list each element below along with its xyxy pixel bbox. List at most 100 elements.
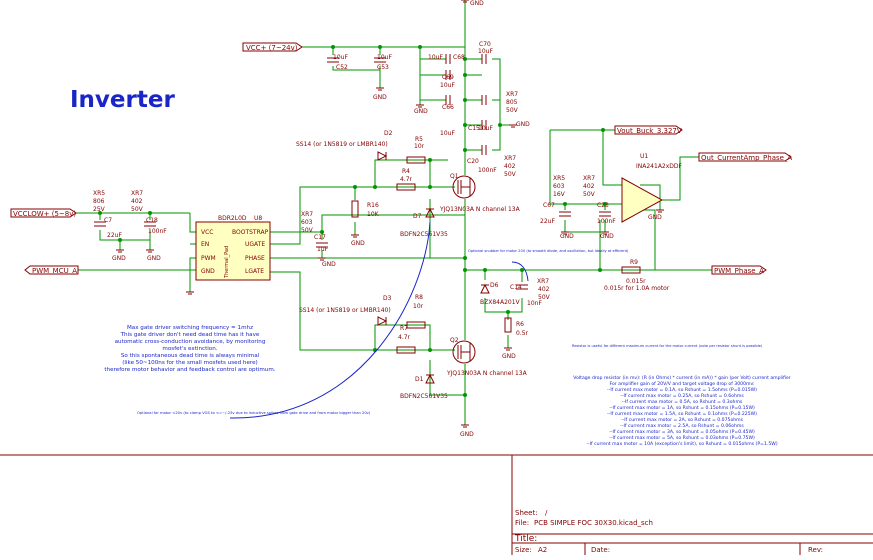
capacitor (144, 221, 156, 227)
xr5-left-b: 806 (93, 198, 105, 205)
gnd-label-c7: GND (112, 255, 126, 262)
d1-ref: D1 (415, 376, 424, 383)
resistor (396, 183, 416, 191)
xr7-top-a: XR7 (506, 91, 518, 98)
net-label-vcc-plus: VCC+ (7~24v) (242, 42, 303, 52)
c7-val: 22uF (107, 232, 122, 239)
diode (377, 316, 388, 326)
gnd-label-c68: GND (414, 108, 428, 115)
wire-junction (463, 73, 467, 77)
wire (602, 130, 622, 186)
wire-junction (428, 348, 432, 352)
ic-u8: BDR2L0D U8 VCC EN PWM GND BOOTSTRAP UGAT… (195, 215, 271, 281)
note-optional-motor: Optional for motor <20v (to clamp VGS to… (137, 411, 371, 415)
note-voltage-drop-line: --If current max motor = 2.5A, so Rshunt… (620, 423, 744, 429)
xr5-left-a: XR5 (93, 190, 105, 197)
gnd-label-top: GND (470, 0, 484, 7)
c14-val: 10nF (527, 300, 542, 307)
ground-symbol (186, 291, 194, 295)
wire-junction (428, 185, 432, 189)
r9-ref: R9 (630, 259, 638, 266)
note-voltage-drop-line: --If current max motor = 0.1A, so Rshunt… (607, 387, 757, 393)
note-gate-driver-line: automatic cross-conduction avoidance, by… (115, 339, 266, 345)
gnd-label-c18: GND (147, 255, 161, 262)
c20-val: 100nF (478, 167, 497, 174)
c69-val: 10uF (440, 82, 455, 89)
u8-part: BDR2L0D (218, 215, 247, 222)
resistor (406, 156, 426, 164)
wire-junction (428, 158, 432, 162)
q1-part: YJQ13N03A N channel 13A (439, 206, 521, 213)
ground-symbol (416, 104, 424, 108)
wire (564, 220, 606, 233)
title-block-size-label: Size: (515, 546, 532, 554)
wire (270, 214, 465, 233)
xr7-boot-a: XR7 (301, 211, 313, 218)
capacitor (481, 120, 487, 130)
c70-ref: C70 (479, 41, 491, 48)
note-gate-driver-line: therefore motor behavior and feedback co… (104, 367, 275, 373)
wire (662, 156, 699, 201)
xr7-mid-c: 50V (504, 171, 517, 178)
resistor (504, 317, 512, 333)
net-label-pwm-phase: PWM_Phase_A (711, 265, 767, 275)
ground-symbol (561, 231, 569, 235)
u8-pin-en: EN (201, 241, 209, 248)
capacitor (316, 242, 328, 248)
r5-val: 10r (414, 143, 425, 150)
wire-junction (601, 128, 605, 132)
ground-symbol (509, 124, 517, 128)
xr5-right-a: XR5 (553, 175, 565, 182)
xr7-c14-b: 402 (538, 286, 550, 293)
gnd-label-c67: GND (560, 233, 574, 240)
note-gate-driver-line: mosfet's extinction. (162, 346, 217, 352)
gnd-label-u1: GND (648, 214, 662, 221)
net-label-out-current-text: Out_CurrentAmp_Phase_A (701, 154, 792, 162)
q1-ref: Q1 (450, 173, 459, 180)
u8-ref: U8 (254, 215, 262, 222)
c52-ref: C52 (336, 64, 348, 71)
note-gate-driver-line: (like 50~100ns for the small mosfets use… (122, 360, 257, 366)
net-label-pwm: PWM_MCU_A (24, 265, 79, 275)
capacitor (445, 95, 451, 105)
c15-val: 10uF (478, 125, 493, 132)
note-gate-driver-line: This gate driver don't need dead time ha… (120, 332, 260, 338)
wire-junction (331, 45, 335, 49)
r4-val: 4.7r (400, 176, 413, 183)
u8-pin-lgate: LGATE (245, 268, 264, 275)
resistor (406, 321, 426, 329)
u8-pin-bootstrap: BOOTSTRAP (232, 229, 269, 236)
c67-val: 22uF (540, 218, 555, 225)
r5-ref: R5 (415, 136, 423, 143)
ground-symbol (376, 87, 384, 91)
c53-ref: C53 (377, 64, 389, 71)
net-label-vcclow-text: VCCLOW+ (5~8v) (13, 210, 76, 218)
xr7-right-b: 402 (583, 183, 595, 190)
gnd-label-c17: GND (322, 261, 336, 268)
xr7-left-a: XR7 (131, 190, 143, 197)
gnd-label-r16: GND (351, 240, 365, 247)
c67-ref: C67 (543, 202, 555, 209)
c18-val: 100nF (148, 228, 167, 235)
gnd-label-c15: GND (516, 121, 530, 128)
wire-junction (418, 45, 422, 49)
note-voltage-drop-line: --If current max motor = 0.25A, so Rshun… (620, 393, 744, 399)
capacitor (559, 211, 571, 217)
sheet-frame (0, 454, 873, 555)
capacitor (94, 221, 106, 227)
diode (377, 151, 388, 161)
c18-ref: C18 (146, 217, 158, 224)
mosfet-q1: Q1 YJQ13N03A N channel 13A (439, 173, 521, 213)
wire (270, 186, 395, 245)
u8-pin-phase: PHASE (245, 255, 265, 262)
capacitor (445, 70, 451, 80)
d3-ref: D3 (383, 295, 392, 302)
diode (425, 373, 435, 384)
r16-ref: R16 (367, 202, 379, 209)
ground-symbol (116, 249, 124, 253)
wire-junction (98, 211, 102, 215)
q2-part: YJQ13N03A N channel 13A (446, 370, 528, 377)
c68-val: 10uF (428, 54, 443, 61)
